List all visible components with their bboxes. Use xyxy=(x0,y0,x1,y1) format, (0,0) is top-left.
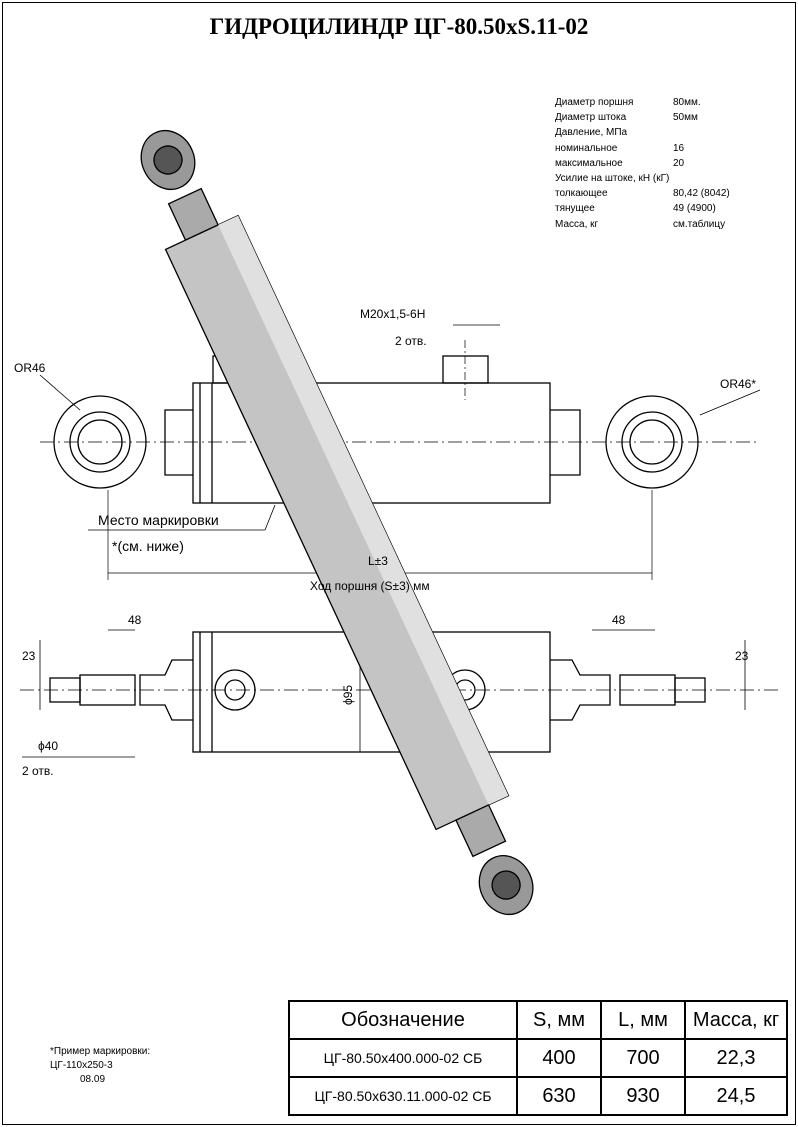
table-header-row: Обозначение S, мм L, мм Масса, кг xyxy=(288,1000,788,1040)
cell-designation: ЦГ-80.50х630.11.000-02 СБ xyxy=(288,1076,518,1116)
spec-key: Диаметр поршня xyxy=(555,97,634,108)
dia-40-label: ϕ40 xyxy=(38,739,58,753)
header-mass: Масса, кг xyxy=(684,1000,788,1040)
spec-key: тянущее xyxy=(555,203,595,215)
spec-value: 20 xyxy=(673,157,685,169)
spec-value: 80мм. xyxy=(673,97,701,108)
spec-row: толкающее 80,42 (8042) xyxy=(555,186,730,201)
radius-left-label: OR46 xyxy=(14,361,46,375)
spec-key: Давление, МПа xyxy=(555,127,628,139)
table-row: ЦГ-80.50х630.11.000-02 СБ 630 930 24,5 xyxy=(288,1076,788,1116)
thread-label: M20x1,5-6H xyxy=(360,307,425,321)
spec-key: толкающее xyxy=(555,188,608,200)
note-title: *Пример маркировки: xyxy=(50,1046,151,1057)
cell-s: 630 xyxy=(516,1076,602,1116)
length-label: L±3 xyxy=(368,554,388,568)
spec-value: 16 xyxy=(673,142,685,154)
cylinder-3d-view xyxy=(140,130,534,916)
dia-95-label: ϕ95 xyxy=(341,685,355,705)
spec-row: Масса, кг см.таблицу xyxy=(555,217,730,232)
spec-value: 80,42 (8042) xyxy=(673,188,730,200)
cell-mass: 24,5 xyxy=(684,1076,788,1116)
spec-key: Усилие на штоке, кН (кГ) xyxy=(555,173,670,185)
dim-23-left: 23 xyxy=(22,649,36,663)
spec-row: Давление, МПа xyxy=(555,125,730,140)
spec-row: номинальное 16 xyxy=(555,141,730,156)
spec-key: максимальное xyxy=(555,157,623,169)
spec-key: Диаметр штока xyxy=(555,112,627,124)
header-designation: Обозначение xyxy=(288,1000,518,1040)
cell-l: 700 xyxy=(600,1038,686,1078)
spec-row: тянущее 49 (4900) xyxy=(555,201,730,216)
marking-example: *Пример маркировки: ЦГ-110х250-3 08.09 xyxy=(50,1045,150,1087)
note-code: ЦГ-110х250-3 xyxy=(50,1060,113,1071)
spec-row: максимальное 20 xyxy=(555,156,730,171)
header-l: L, мм xyxy=(600,1000,686,1040)
dim-48-left: 48 xyxy=(128,613,142,627)
spec-row: Диаметр штока 50мм xyxy=(555,110,730,125)
spec-key: номинальное xyxy=(555,142,618,154)
cell-mass: 22,3 xyxy=(684,1038,788,1078)
marking-note-label: *(см. ниже) xyxy=(112,538,184,554)
cell-l: 930 xyxy=(600,1076,686,1116)
table-row: ЦГ-80.50х400.000-02 СБ 400 700 22,3 xyxy=(288,1038,788,1078)
variants-table: Обозначение S, мм L, мм Масса, кг ЦГ-80.… xyxy=(288,1000,788,1116)
cell-designation: ЦГ-80.50х400.000-02 СБ xyxy=(288,1038,518,1078)
spec-value: см.таблицу xyxy=(673,218,726,230)
dim-48-right: 48 xyxy=(612,613,626,627)
spec-row: Усилие на штоке, кН (кГ) xyxy=(555,171,730,186)
radius-right-label: OR46* xyxy=(720,377,756,391)
spec-key: Масса, кг xyxy=(555,218,599,230)
note-date: 08.09 xyxy=(80,1074,106,1085)
spec-row: Диаметр поршня 80мм. xyxy=(555,95,730,110)
holes-bottom-label: 2 отв. xyxy=(22,764,54,778)
marking-label: Место маркировки xyxy=(98,512,219,528)
spec-value: 49 (4900) xyxy=(673,203,716,215)
holes-top-label: 2 отв. xyxy=(395,334,427,348)
spec-value: 50мм xyxy=(673,112,698,124)
top-view xyxy=(39,324,761,580)
cell-s: 400 xyxy=(516,1038,602,1078)
stroke-label: Ход поршня (S±3) мм xyxy=(310,579,430,593)
header-s: S, мм xyxy=(516,1000,602,1040)
page-title: ГИДРОЦИЛИНДР ЦГ-80.50хS.11-02 xyxy=(209,14,589,39)
dim-23-right: 23 xyxy=(735,649,749,663)
